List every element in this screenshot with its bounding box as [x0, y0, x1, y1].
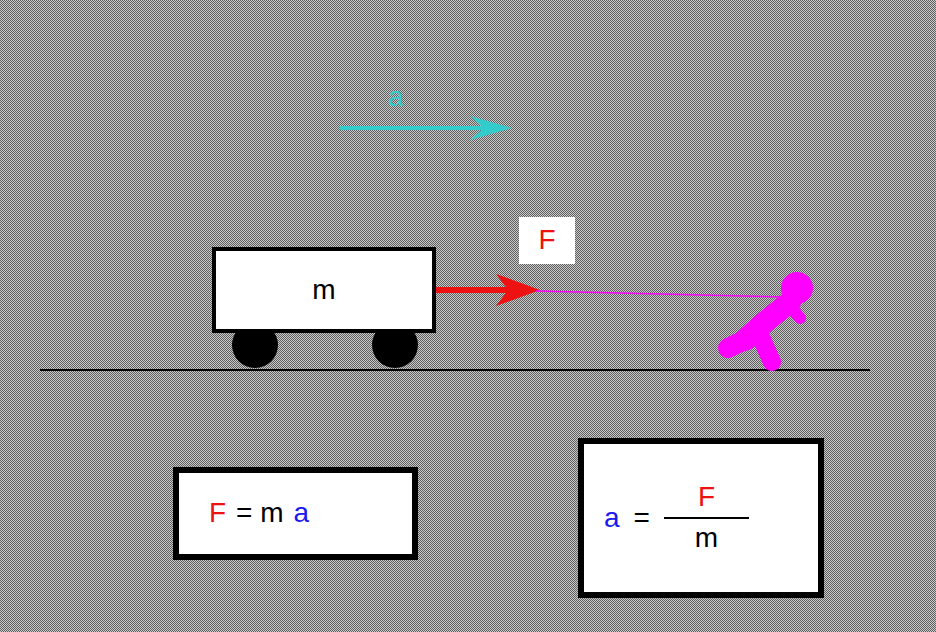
formula-box: F = m a [173, 467, 418, 560]
fraction: Fm [664, 482, 749, 554]
force-arrow [436, 274, 540, 306]
ground-line [40, 369, 870, 371]
denominator: m [695, 519, 718, 554]
force-label-box: F [519, 217, 575, 264]
rope [536, 291, 785, 297]
formula-term: = [634, 503, 650, 534]
cart-body: m [212, 247, 436, 333]
numerator: F [664, 482, 749, 519]
formula-term: a [604, 503, 620, 534]
formula-term: F [209, 498, 226, 529]
acceleration-arrow [340, 116, 512, 140]
acceleration-label: a [388, 82, 404, 113]
node-text: m [312, 275, 335, 306]
node-text: F [538, 225, 555, 256]
formula-box: a = Fm [578, 438, 824, 598]
formula-term: = m [236, 498, 283, 529]
pulling-person [728, 272, 813, 362]
formula-term: a [294, 498, 310, 529]
